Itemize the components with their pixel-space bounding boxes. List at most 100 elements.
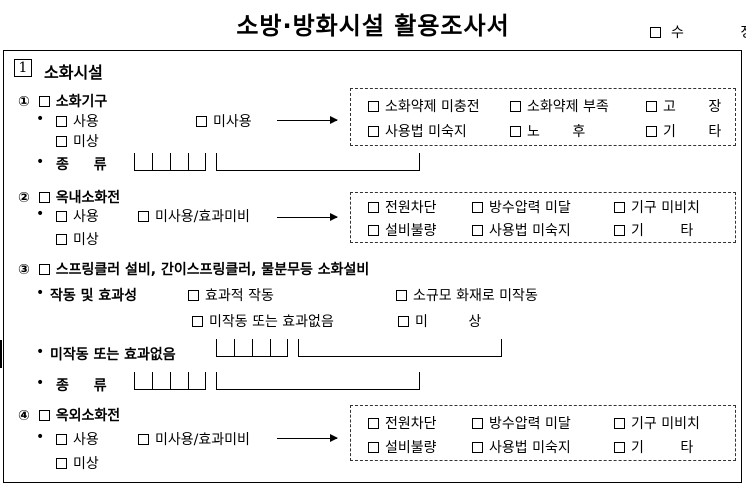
- reason-option[interactable]: 고 장: [646, 96, 735, 116]
- checkbox-icon[interactable]: [472, 417, 483, 429]
- checkbox-icon[interactable]: [472, 201, 483, 213]
- checkbox-icon[interactable]: [196, 115, 207, 127]
- checkbox-icon[interactable]: [646, 100, 657, 112]
- extinguisher-opt-use[interactable]: 사용: [56, 111, 99, 131]
- indoor-opt-unused[interactable]: 미사용/효과미비: [138, 206, 250, 226]
- checkbox-icon[interactable]: [368, 441, 379, 453]
- extinguisher-opt-unknown[interactable]: 미상: [56, 131, 99, 151]
- checkbox-icon[interactable]: [614, 417, 625, 429]
- reason-option[interactable]: 소화약제 미충전: [368, 96, 480, 116]
- extinguisher-heading[interactable]: ① 소화기구: [18, 91, 107, 111]
- reason-option[interactable]: 기 타: [614, 437, 709, 457]
- checkbox-icon[interactable]: [192, 315, 203, 327]
- option-label: 사용: [73, 114, 99, 130]
- item-marker: ③: [18, 262, 30, 278]
- item-marker: ①: [18, 94, 30, 110]
- reason-option[interactable]: 기 타: [614, 220, 709, 240]
- item-marker: ②: [18, 190, 30, 206]
- reason-option[interactable]: 방수압력 미달: [472, 197, 571, 217]
- checkbox-icon[interactable]: [614, 201, 625, 213]
- checkbox-icon[interactable]: [56, 210, 67, 222]
- checkbox-icon[interactable]: [368, 224, 379, 236]
- reason-option[interactable]: 전원차단: [368, 197, 437, 217]
- checkbox-icon[interactable]: [510, 125, 521, 137]
- reason-label: 사용법 미숙지: [385, 124, 467, 140]
- bullet: •: [36, 429, 45, 445]
- reason-label: 기구 미비치: [631, 200, 700, 216]
- option-label: 사용: [73, 432, 99, 448]
- reason-option[interactable]: 사용법 미숙지: [368, 121, 467, 141]
- checkbox-icon[interactable]: [368, 201, 379, 213]
- option-label: 효과적 작동: [205, 288, 274, 304]
- extinguisher-label: 소화기구: [55, 94, 108, 110]
- checkbox-icon[interactable]: [56, 433, 67, 445]
- checkbox-icon[interactable]: [368, 125, 379, 137]
- outdoor-opt-unknown[interactable]: 미상: [56, 453, 99, 473]
- sprinkler-opt-unknown[interactable]: 미 상: [398, 311, 499, 331]
- checkbox-icon[interactable]: [472, 441, 483, 453]
- revise-checkbox[interactable]: 수 정: [646, 22, 746, 42]
- checkbox-icon[interactable]: [398, 315, 409, 327]
- failure-text-field[interactable]: [298, 339, 502, 357]
- outdoor-opt-unused[interactable]: 미사용/효과미비: [138, 429, 250, 449]
- option-label: 미사용/효과미비: [155, 432, 250, 448]
- checkbox-icon[interactable]: [38, 191, 50, 203]
- form-frame: [3, 50, 742, 483]
- indoor-hydrant-heading[interactable]: ② 옥내소화전: [18, 187, 120, 207]
- outdoor-opt-use[interactable]: 사용: [56, 429, 99, 449]
- reason-option[interactable]: 기 타: [646, 121, 735, 141]
- reason-option[interactable]: 기구 미비치: [614, 413, 700, 433]
- extinguisher-opt-unused[interactable]: 미사용: [196, 111, 252, 131]
- checkbox-icon[interactable]: [138, 210, 149, 222]
- checkbox-icon[interactable]: [368, 417, 379, 429]
- outdoor-hydrant-label: 옥외소화전: [55, 408, 121, 424]
- checkbox-icon[interactable]: [510, 100, 521, 112]
- checkbox-icon[interactable]: [38, 263, 50, 275]
- reason-option[interactable]: 설비불량: [368, 220, 437, 240]
- checkbox-icon[interactable]: [614, 441, 625, 453]
- checkbox-icon[interactable]: [614, 224, 625, 236]
- reason-option[interactable]: 사용법 미숙지: [472, 220, 571, 240]
- checkbox-icon[interactable]: [396, 289, 407, 301]
- reason-option[interactable]: 소화약제 부족: [510, 96, 609, 116]
- sprinkler-opt-small-fire[interactable]: 소규모 화재로 미작동: [396, 285, 538, 305]
- outdoor-reasons-box: [350, 405, 736, 461]
- indoor-opt-use[interactable]: 사용: [56, 206, 99, 226]
- checkbox-icon[interactable]: [472, 224, 483, 236]
- sprinkler-opt-ineffective[interactable]: 미작동 또는 효과없음: [192, 311, 334, 331]
- checkbox-icon[interactable]: [188, 289, 199, 301]
- failure-code-field[interactable]: [216, 339, 288, 357]
- type-text-field[interactable]: [216, 153, 420, 171]
- reason-label: 기구 미비치: [631, 416, 700, 432]
- sprinkler-heading[interactable]: ③ 스프링클러 설비, 간이스프링클러, 물분무등 소화설비: [18, 259, 369, 279]
- reason-label: 기 타: [631, 223, 710, 239]
- arrow-icon: [277, 213, 338, 221]
- checkbox-icon[interactable]: [56, 115, 67, 127]
- type-code-field[interactable]: [134, 153, 206, 171]
- checkbox-icon[interactable]: [138, 433, 149, 445]
- checkbox-icon[interactable]: [646, 125, 657, 137]
- checkbox-icon[interactable]: [56, 135, 67, 147]
- checkbox-icon[interactable]: [56, 457, 67, 469]
- checkbox-icon[interactable]: [650, 26, 661, 38]
- checkbox-icon[interactable]: [368, 100, 379, 112]
- section-number: 1: [14, 59, 32, 77]
- checkbox-icon[interactable]: [56, 233, 67, 245]
- sprinkler-opt-effective[interactable]: 효과적 작동: [188, 285, 274, 305]
- reason-option[interactable]: 기구 미비치: [614, 197, 700, 217]
- reason-option[interactable]: 노 후: [510, 121, 599, 141]
- checkbox-icon[interactable]: [38, 409, 50, 421]
- reason-option[interactable]: 방수압력 미달: [472, 413, 571, 433]
- checkbox-icon[interactable]: [38, 95, 50, 107]
- reason-option[interactable]: 사용법 미숙지: [472, 437, 571, 457]
- type-code-field[interactable]: [134, 372, 206, 390]
- type-text-field[interactable]: [216, 372, 420, 390]
- page-title: 소방·방화시설 활용조사서: [236, 12, 510, 40]
- operation-label: 작동 및 효과성: [50, 288, 138, 304]
- outdoor-hydrant-heading[interactable]: ④ 옥외소화전: [18, 405, 120, 425]
- option-label: 미작동 또는 효과없음: [209, 314, 334, 330]
- reason-option[interactable]: 설비불량: [368, 437, 437, 457]
- indoor-opt-unknown[interactable]: 미상: [56, 229, 99, 249]
- bullet: •: [36, 344, 45, 360]
- reason-option[interactable]: 전원차단: [368, 413, 437, 433]
